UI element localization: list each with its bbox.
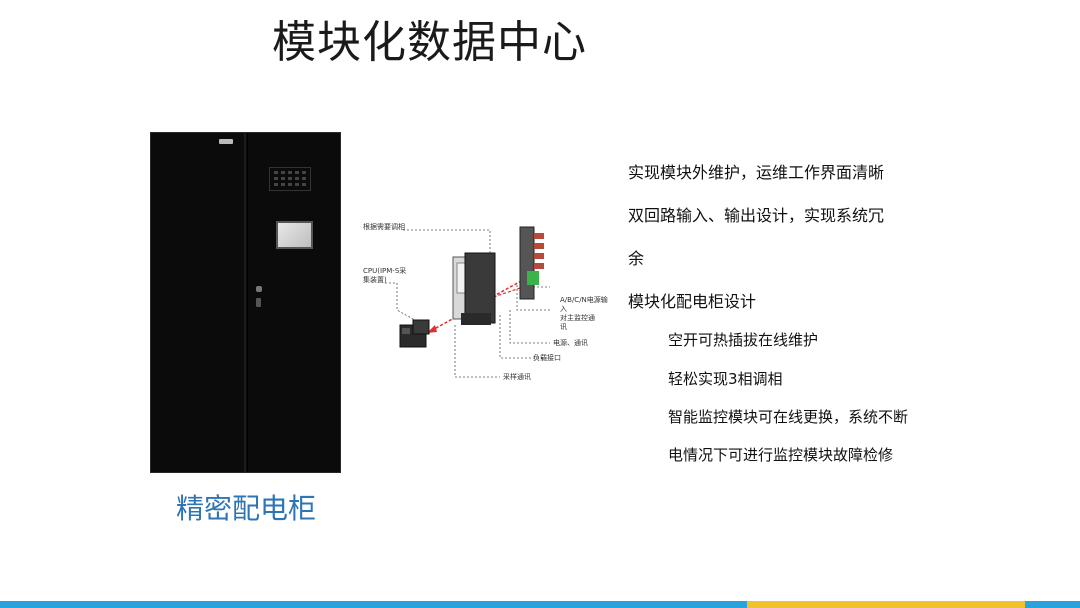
feature-item: 双回路输入、输出设计，实现系统冗	[628, 206, 885, 225]
leader-lines	[385, 229, 550, 378]
feature-subitem: 电情况下可进行监控模块故障检修	[668, 446, 894, 464]
slide-title: 模块化数据中心	[272, 17, 587, 68]
touch-screen	[276, 221, 313, 249]
cabinet-logo-badge	[219, 139, 233, 144]
feature-item: 模块化配电柜设计	[628, 292, 757, 311]
label-sample-comm: 采样通讯	[503, 373, 531, 381]
feature-subitem: 智能监控模块可在线更换，系统不断	[668, 408, 909, 426]
plug-arrow	[426, 279, 524, 334]
label-adjust-phase: 根据需要调相	[363, 223, 405, 231]
busbar-rack	[519, 226, 544, 300]
plug-arrow	[469, 286, 524, 306]
display-row	[274, 171, 306, 174]
bottom-accent-bar	[0, 601, 1080, 608]
label-cpu-line1: CPU(IPM-S采	[363, 267, 407, 275]
door-handle	[256, 286, 262, 312]
image-caption: 精密配电柜	[176, 492, 317, 525]
bottom-accent-highlight	[747, 601, 1025, 608]
label-load-port: 负载接口	[533, 354, 561, 362]
feature-subitem: 轻松实现3相调相	[668, 370, 783, 388]
feature-subitem: 空开可热插拔在线维护	[668, 331, 819, 349]
door-lock-icon	[256, 298, 261, 307]
display-row	[274, 183, 306, 186]
display-row	[274, 177, 306, 180]
label-cpu-line2: 集装置)	[363, 276, 387, 284]
label-power-comm: 电源、通讯	[553, 339, 588, 347]
door-gap	[247, 133, 248, 472]
label-abcn-line2: 入	[560, 305, 567, 313]
breaker-module	[452, 252, 496, 325]
handle-knob	[256, 286, 262, 292]
feature-item: 实现模块外维护，运维工作界面清晰	[628, 163, 885, 182]
label-monitor-line1: 对主监控通	[560, 314, 595, 322]
label-abcn-line1: A/B/C/N电源输	[560, 296, 608, 304]
module-diagram-drawing	[385, 226, 550, 378]
door-seam	[244, 133, 246, 472]
label-monitor-line2: 讯	[560, 323, 567, 331]
status-display	[269, 167, 311, 191]
cpu-unit	[399, 319, 430, 348]
distribution-cabinet-image	[150, 132, 341, 473]
module-diagram: 根据需要调相 CPU(IPM-S采 集装置) A/B/C/N电源输 入 对主监控…	[355, 215, 630, 390]
feature-item: 余	[628, 249, 645, 268]
